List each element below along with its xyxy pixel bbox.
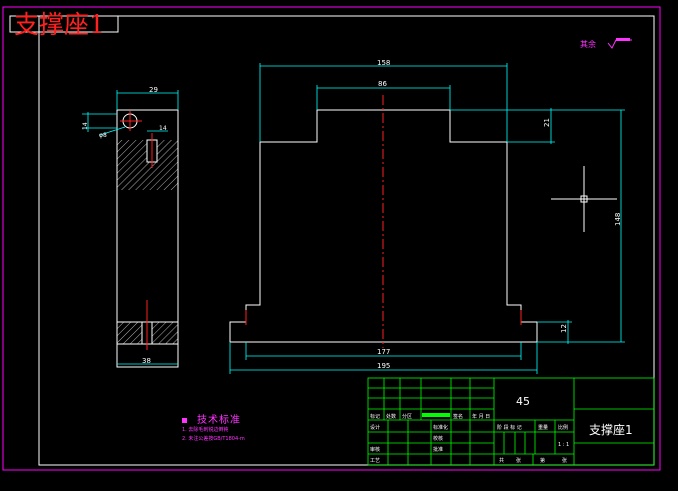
side-view	[116, 109, 179, 368]
tb-scale-value: 1 : 1	[558, 442, 569, 448]
tb-material: 45	[516, 395, 530, 408]
dim-slot-width: 14	[159, 125, 167, 132]
tech-req-item-1: 1. 去除毛刺锐边倒钝	[182, 427, 229, 433]
sheet-inner-border	[38, 15, 655, 466]
dim-base-inner-width: 177	[377, 348, 390, 356]
roughness-note: 其余	[580, 39, 596, 49]
tb-sheet-no: 第	[540, 457, 545, 464]
signature-bar	[422, 413, 450, 417]
dim-hole-offset: 14	[82, 122, 89, 130]
title-block-grid	[367, 377, 655, 466]
dim-total-height: 148	[614, 213, 622, 226]
tb-sheet-unit-b: 张	[562, 457, 567, 464]
sheet-outer-border	[2, 6, 661, 471]
tb-sign: 签名	[453, 413, 463, 420]
tb-sheet-unit-a: 张	[516, 457, 521, 464]
bullet-icon	[182, 417, 187, 423]
tb-date: 年 月 日	[472, 413, 490, 420]
tb-mark: 标记	[370, 413, 380, 420]
dim-top-inner-width: 86	[378, 80, 387, 88]
side-view-dimensions	[82, 90, 179, 365]
technical-requirements: 技术标准 1. 去除毛刺锐边倒钝 2. 未注公差按GB/T1804-m	[182, 411, 245, 444]
dim-top-width: 158	[377, 59, 390, 67]
tb-process: 工艺	[370, 458, 380, 464]
tb-scale-label: 比例	[558, 424, 568, 431]
dim-hole-dia: φ8	[99, 132, 107, 139]
tb-design: 设计	[370, 424, 380, 431]
dim-side-bottom-width: 38	[142, 357, 151, 365]
dim-base-height: 12	[560, 324, 568, 333]
tb-part-name: 支撑座1	[589, 422, 633, 437]
tb-check: 校核	[433, 435, 443, 442]
roughness-value-mark	[616, 38, 630, 41]
roughness-symbol-icon	[607, 39, 632, 49]
dim-side-width: 29	[149, 86, 158, 94]
drawing-title: 支撑座1	[14, 10, 105, 39]
dim-step-height: 21	[543, 118, 551, 127]
tech-req-heading: 技术标准	[197, 415, 241, 426]
tb-standardize: 标准化	[433, 424, 448, 431]
tb-review: 审核	[370, 446, 380, 453]
tech-req-item-2: 2. 未注公差按GB/T1804-m	[182, 436, 245, 442]
front-view-dimensions	[229, 63, 625, 374]
tb-zone: 分区	[402, 413, 412, 420]
title-box	[9, 15, 119, 33]
tb-stage-mark: 阶 段 标 记	[497, 424, 522, 431]
tb-weight: 重量	[538, 424, 548, 431]
tb-approve: 批准	[433, 446, 443, 453]
crosshair-cursor-icon	[551, 166, 617, 232]
dim-base-width: 195	[377, 362, 390, 370]
tb-total-sheets: 共	[499, 457, 504, 464]
tb-count: 处数	[386, 413, 396, 420]
